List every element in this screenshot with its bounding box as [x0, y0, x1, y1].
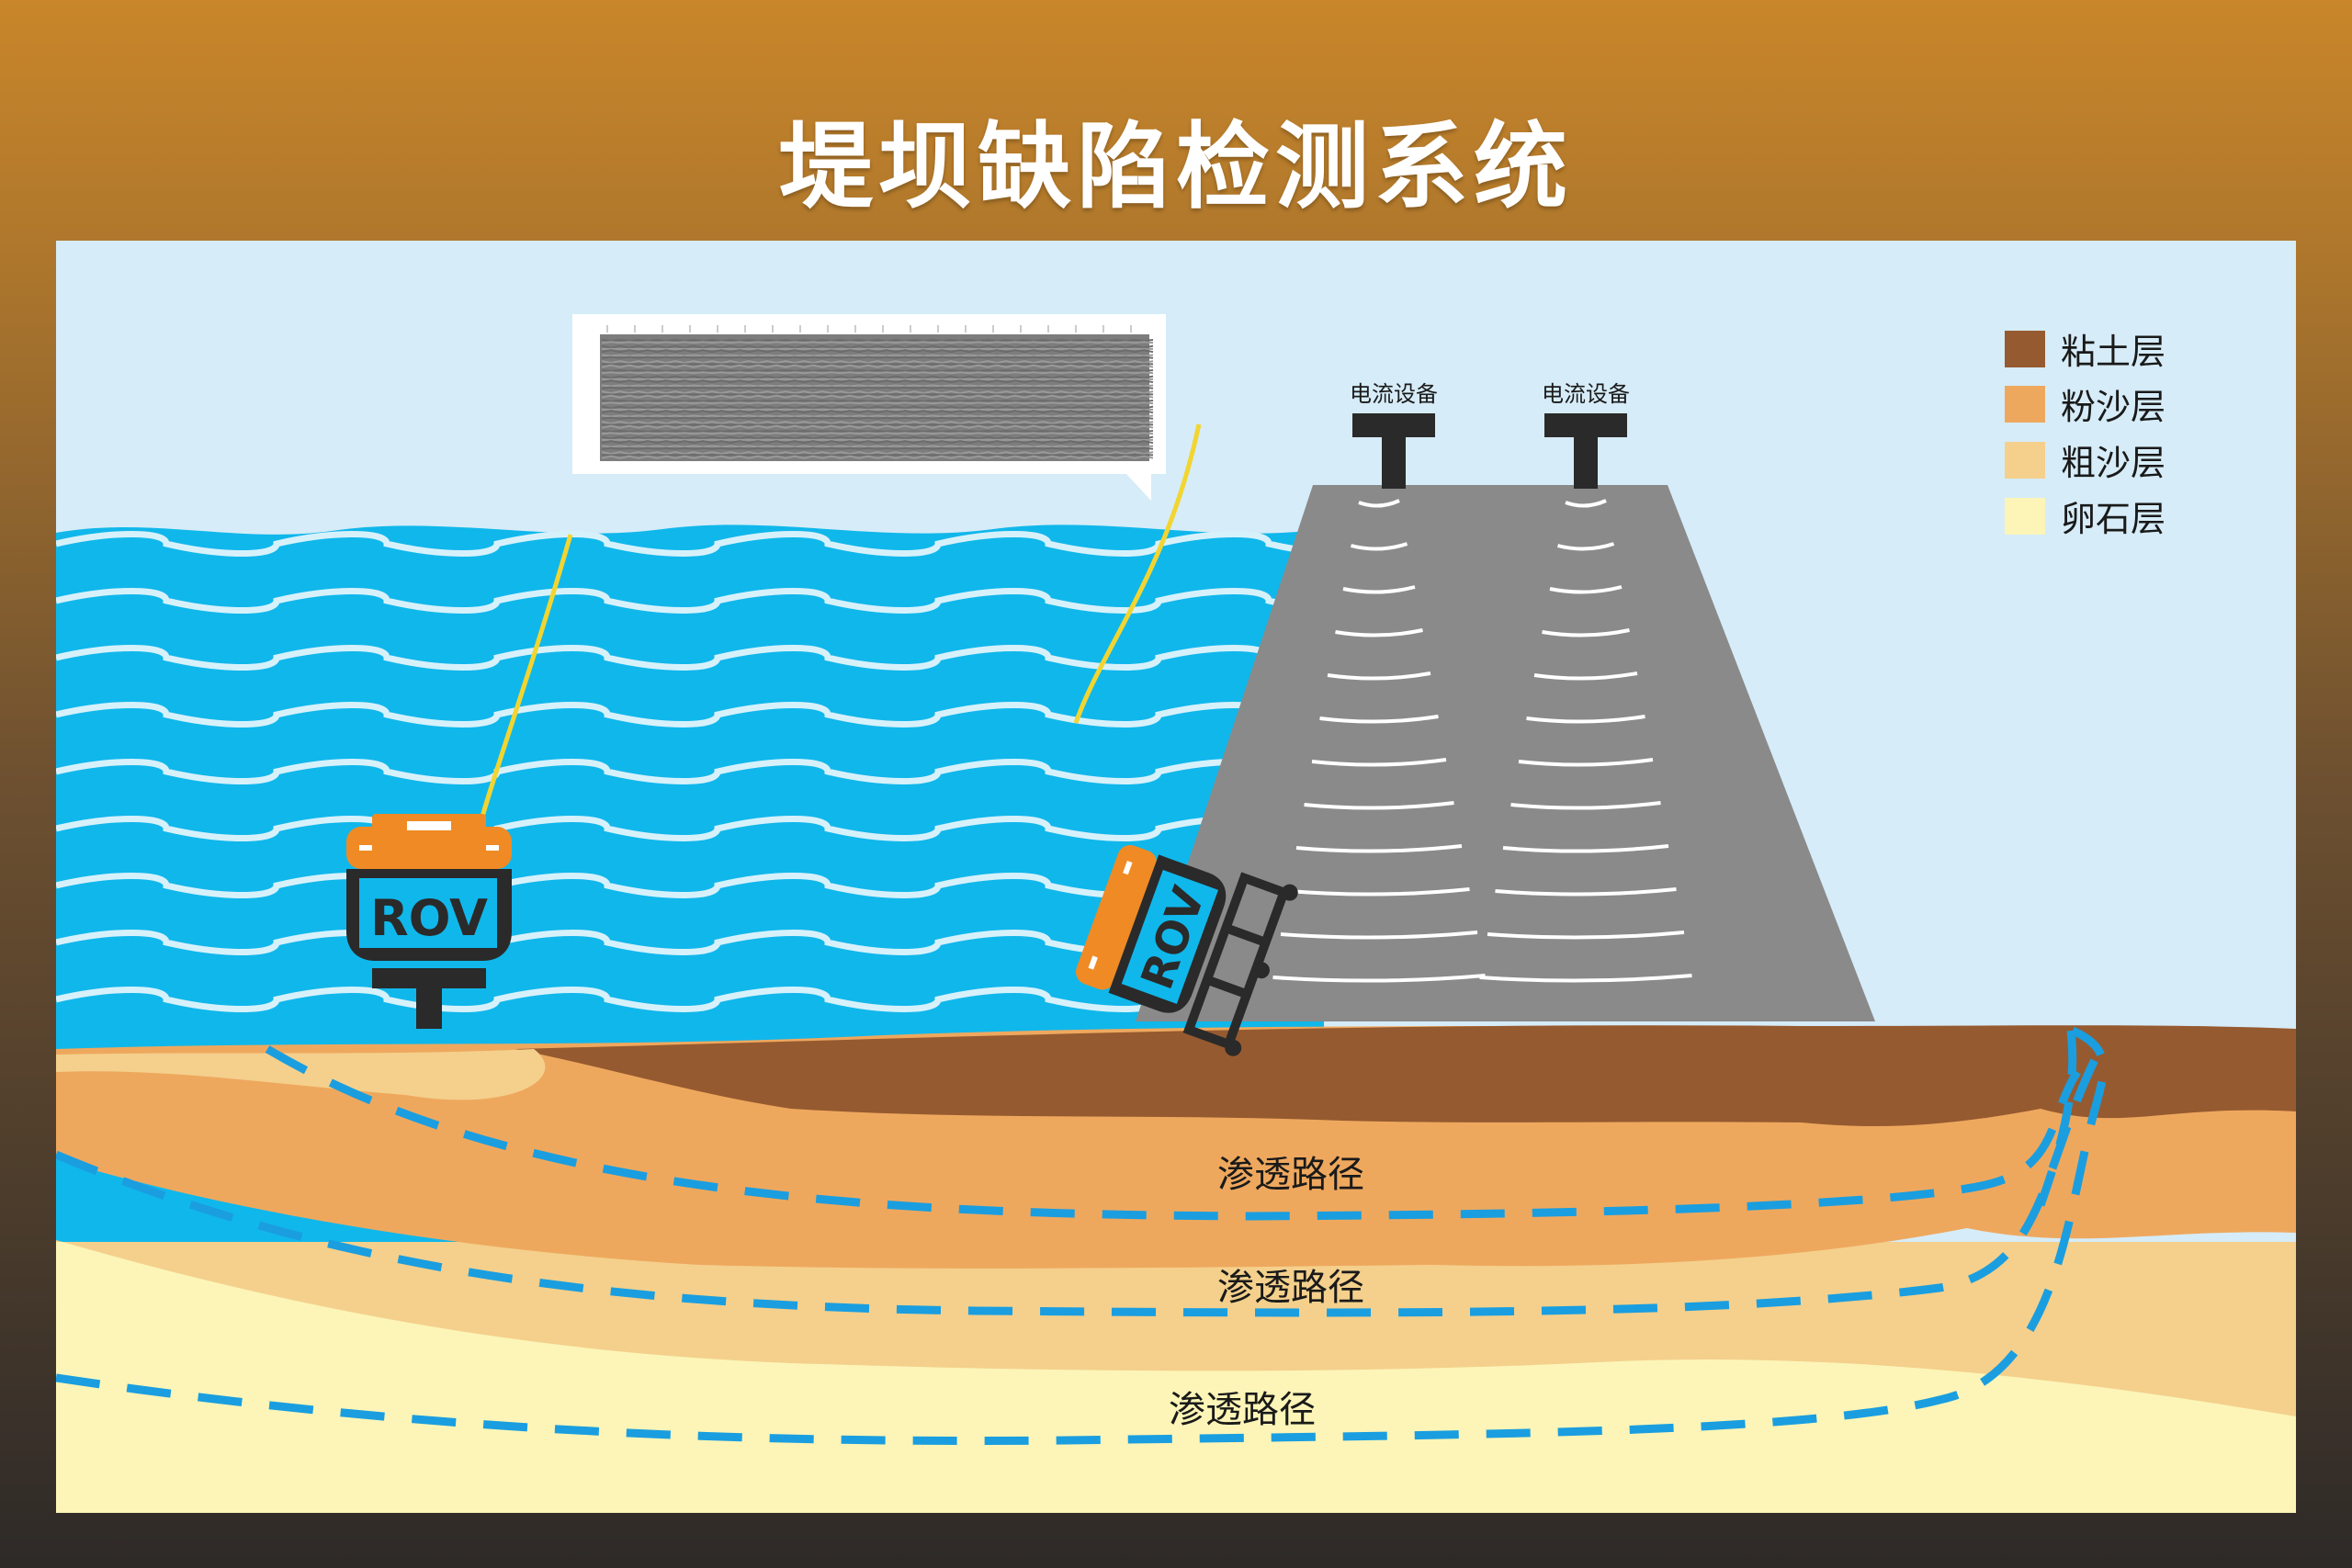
- field-arc: [1327, 671, 1431, 681]
- field-arc: [1272, 974, 1486, 983]
- field-arc: [1487, 931, 1685, 940]
- radargram-trace: [601, 364, 1154, 368]
- field-arc: [1311, 758, 1447, 767]
- legend: 粘土层 粉沙层 粗沙层 卵石层: [2005, 331, 2165, 539]
- rov-right: ROV: [1076, 844, 1298, 1056]
- field-arc: [1518, 758, 1654, 767]
- radargram-trace: [601, 414, 1154, 418]
- svg-text:粘土层: 粘土层: [2061, 332, 2165, 372]
- seepage-paths: [56, 1026, 2109, 1445]
- electric-field-arcs: [1272, 499, 1692, 983]
- radargram-trace: [601, 341, 1154, 344]
- field-arc: [1295, 844, 1463, 853]
- cable-right: [1073, 423, 1202, 724]
- current-device-label-1: 电流设备: [1350, 381, 1438, 407]
- legend-item-coarse-sand: 粗沙层: [2005, 442, 2165, 483]
- cable-left: [478, 534, 573, 825]
- radargram-trace: [601, 432, 1154, 435]
- seepage-label-1: 渗透路径: [1217, 1154, 1364, 1196]
- dam-body: [1136, 485, 1875, 1021]
- radargram-trace: [601, 435, 1154, 440]
- radargram-trace: [601, 455, 1154, 459]
- field-arc: [1358, 499, 1400, 508]
- field-arc: [1556, 542, 1615, 551]
- radargram-trace: [601, 421, 1154, 425]
- current-device-label-2: 电流设备: [1542, 381, 1630, 407]
- radargram-trace: [601, 384, 1154, 388]
- wave-line: [56, 816, 1383, 841]
- field-arc: [1549, 585, 1623, 594]
- field-arc: [1342, 585, 1416, 594]
- dam-scene: 电流设备 电流设备 渗透路径 渗透路径 渗透路径 ROV: [56, 241, 2296, 1513]
- current-device-1: [1352, 413, 1435, 489]
- radargram-trace: [601, 440, 1154, 445]
- seepage-label-2: 渗透路径: [1217, 1267, 1364, 1309]
- field-arc: [1288, 887, 1470, 897]
- radargram-trace: [601, 379, 1154, 384]
- wave-line: [56, 702, 1383, 728]
- radargram-trace: [601, 405, 1154, 410]
- radargram-trace: [601, 416, 1154, 420]
- field-arc: [1304, 801, 1454, 810]
- radargram-trace: [601, 344, 1154, 349]
- radargram-trace: [601, 338, 1154, 343]
- field-arc: [1502, 844, 1669, 853]
- gpr-scan-panel: [572, 314, 1166, 501]
- field-arc: [1495, 887, 1677, 897]
- radargram-trace: [601, 399, 1154, 403]
- radargram-trace: [601, 446, 1154, 450]
- radargram-trace: [601, 424, 1154, 429]
- field-arc: [1335, 628, 1423, 637]
- legend-item-pebble: 卵石层: [2005, 498, 2165, 539]
- seabed-top: [56, 1049, 546, 1100]
- radargram-trace: [601, 375, 1154, 379]
- radargram-trace: [601, 386, 1154, 389]
- legend-item-silt: 粉沙层: [2005, 386, 2165, 427]
- page-title: 堤坝缺陷检测系统: [779, 113, 1573, 222]
- seepage-path-2: [56, 1037, 2109, 1317]
- layer-coarse-sand: [56, 1240, 2296, 1416]
- seepage-path-4: [2036, 1030, 2077, 1207]
- radargram-texture: [601, 338, 1154, 459]
- radargram-trace: [601, 371, 1154, 375]
- seepage-path-1: [265, 1045, 2081, 1221]
- radargram-trace: [601, 410, 1154, 414]
- radargram-trace: [601, 401, 1154, 405]
- svg-text:粗沙层: 粗沙层: [2061, 443, 2165, 483]
- radargram-trace: [601, 349, 1154, 354]
- field-arc: [1510, 801, 1661, 810]
- radargram-trace: [601, 355, 1154, 359]
- wave-line: [56, 531, 1383, 557]
- seepage-label-3: 渗透路径: [1169, 1389, 1316, 1431]
- field-arc: [1479, 974, 1692, 983]
- field-arc: [1526, 715, 1645, 724]
- radargram-ticks: [606, 325, 1132, 333]
- current-device-2: [1544, 413, 1627, 489]
- field-arc: [1280, 931, 1478, 940]
- field-arc: [1542, 628, 1630, 637]
- wave-line: [56, 588, 1383, 614]
- svg-text:粉沙层: 粉沙层: [2061, 387, 2165, 427]
- seepage-path-3: [56, 1026, 2108, 1445]
- field-arc: [1565, 499, 1607, 508]
- radargram-trace: [601, 360, 1154, 365]
- rov-left-label: ROV: [370, 889, 488, 947]
- radargram-trace: [601, 368, 1154, 373]
- radargram-trace: [601, 354, 1154, 357]
- radargram-trace: [601, 451, 1154, 456]
- svg-text:卵石层: 卵石层: [2061, 499, 2165, 539]
- diagram-canvas: 电流设备 电流设备 渗透路径 渗透路径 渗透路径 ROV: [56, 314, 2296, 1513]
- radargram-trace: [601, 390, 1154, 395]
- rov-left: ROV: [346, 814, 512, 1029]
- field-arc: [1319, 715, 1439, 724]
- wave-line: [56, 759, 1383, 784]
- field-arc: [1533, 671, 1638, 681]
- radargram-trace: [601, 445, 1154, 448]
- field-arc: [1350, 542, 1408, 551]
- layer-clay: [515, 1025, 2296, 1127]
- radargram-trace: [601, 394, 1154, 399]
- legend-item-clay: 粘土层: [2005, 331, 2165, 372]
- wave-line: [56, 645, 1383, 671]
- radargram-trace: [601, 429, 1154, 434]
